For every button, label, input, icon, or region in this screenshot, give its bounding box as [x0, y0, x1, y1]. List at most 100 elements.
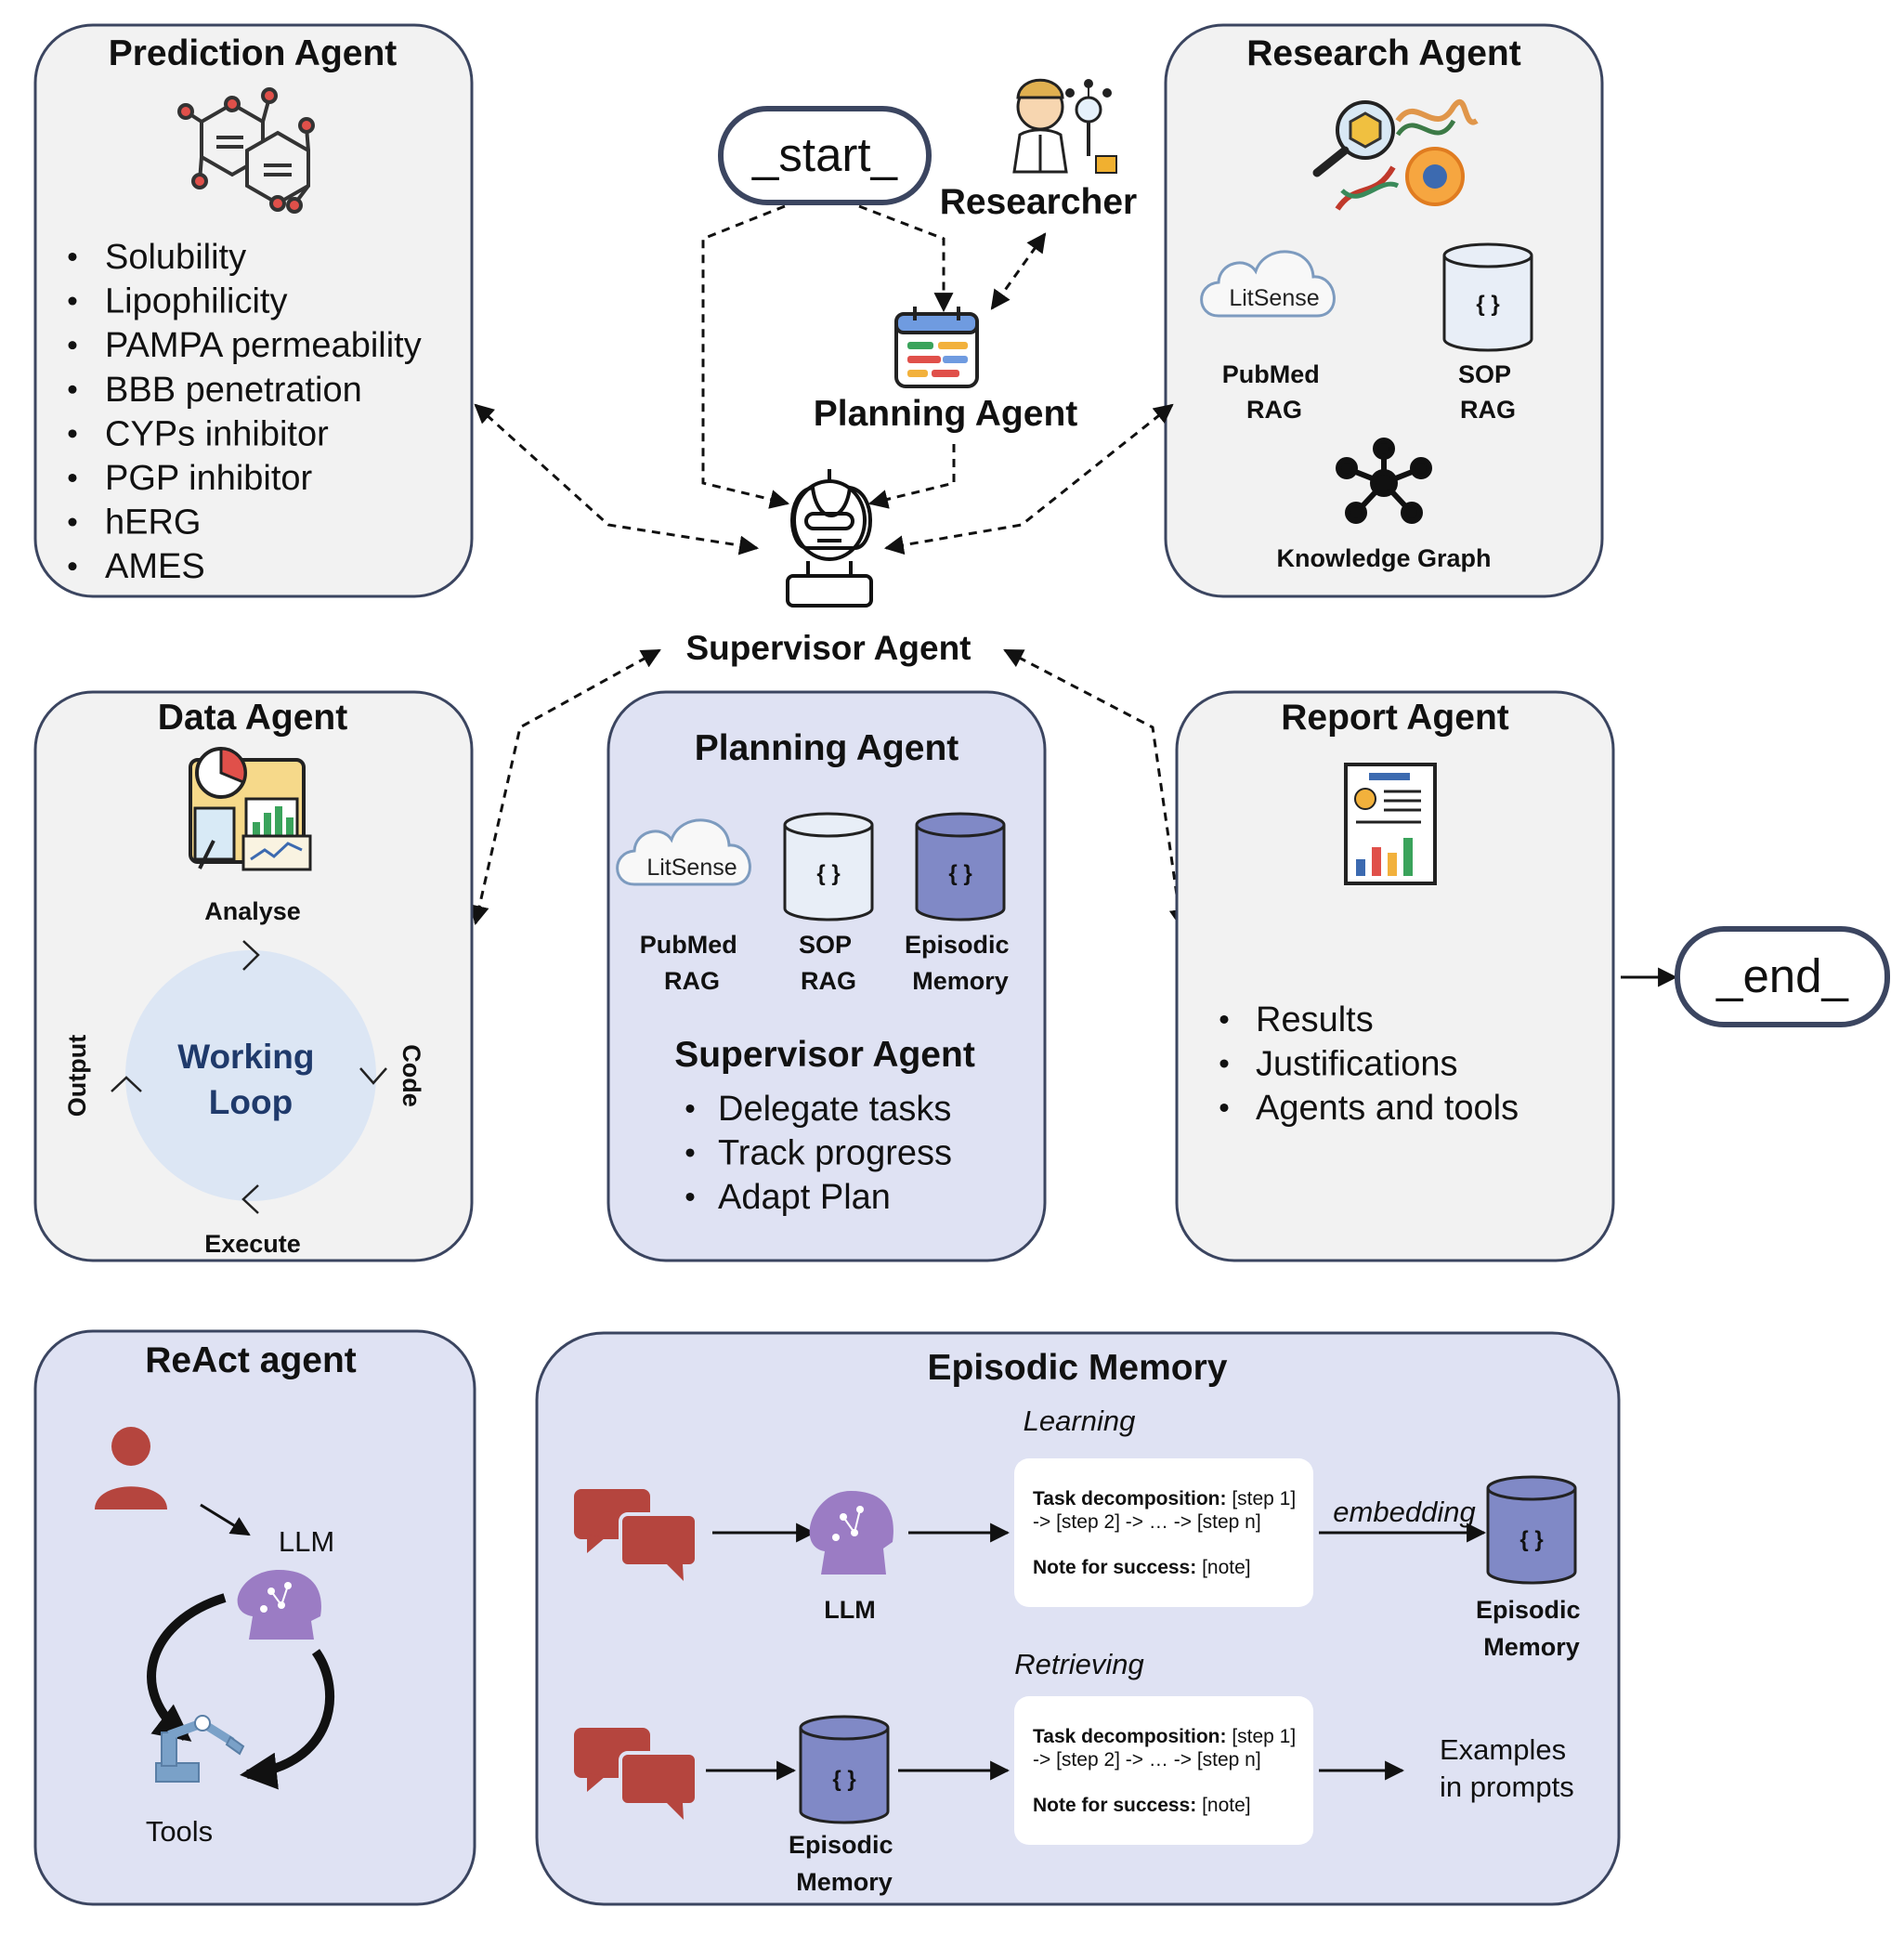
robot-arm-tools-icon [155, 1715, 245, 1783]
chat-bubbles-icon [574, 1728, 698, 1820]
cycle-arrow-right [240, 1649, 335, 1790]
sop-rag-label: SOP RAG [799, 931, 858, 995]
llm-label: LLM [824, 1596, 875, 1624]
list-item: Justifications [1256, 1045, 1458, 1084]
task-decomposition-card: Task decomposition: [step 1] -> [step 2]… [1014, 1458, 1313, 1607]
episodic-memory-panel: Episodic Memory Learning Retrieving LLM … [535, 1331, 1621, 1906]
data-agent-panel: Data Agent Analyse Working Loop Execute … [33, 690, 474, 1262]
supervisor-agent-label: Supervisor Agent [685, 629, 971, 667]
litsense-text: LitSense [1229, 285, 1319, 311]
svg-text:Task decomposition: [step 1]: Task decomposition: [step 1] [1033, 1726, 1296, 1747]
start-node: _start_ [718, 106, 932, 205]
list-item: Agents and tools [1256, 1089, 1519, 1128]
connector-arrows [469, 204, 1678, 987]
analyse-label: Analyse [204, 897, 301, 925]
planning-panel-title: Planning Agent [695, 728, 959, 768]
user-icon [95, 1427, 167, 1509]
bullet-dot [68, 296, 77, 306]
user-to-llm-arrow [200, 1503, 251, 1536]
litsense-cloud-icon: LitSense [1200, 250, 1336, 318]
svg-text:-> [step 2] -> … -> [step n]: -> [step 2] -> … -> [step n] [1033, 1749, 1261, 1771]
research-agent-panel: Research Agent LitSense PubMed RAG { } S… [1164, 23, 1604, 598]
research-illustration-icon [1312, 98, 1479, 211]
chat-bubbles-icon [574, 1489, 698, 1581]
list-item: PAMPA permeability [105, 326, 422, 365]
svg-text:_end_: _end_ [1715, 949, 1848, 1002]
react-agent-title: ReAct agent [145, 1340, 357, 1380]
svg-text:{ }: { } [832, 1767, 855, 1792]
prediction-agent-title: Prediction Agent [109, 33, 398, 73]
bullet-dot [1219, 1103, 1229, 1112]
brain-head-icon [237, 1570, 321, 1640]
svg-text:{ }: { } [1519, 1527, 1543, 1552]
researcher-icon [1012, 78, 1117, 174]
llm-label: LLM [279, 1525, 334, 1558]
knowledge-graph-icon [1336, 438, 1432, 524]
list-item: Delegate tasks [718, 1090, 951, 1129]
bullet-dot [685, 1192, 695, 1201]
list-item: CYPs inhibitor [105, 414, 329, 453]
bullet-dot [685, 1104, 695, 1113]
prediction-agent-panel: Prediction Agent SolubilityLipophilicity… [33, 23, 474, 598]
svg-text:{ }: { } [1476, 292, 1499, 317]
molecule-icon [177, 87, 315, 214]
list-item: Solubility [105, 238, 246, 277]
sop-rag-label: SOP RAG [1458, 360, 1518, 424]
analytics-dashboard-icon [189, 747, 312, 871]
bullet-dot [68, 517, 77, 527]
report-agent-panel: Report Agent ResultsJustificationsAgents… [1175, 690, 1615, 1262]
list-item: Adapt Plan [718, 1178, 891, 1217]
pubmed-rag-label: PubMed RAG [640, 931, 745, 995]
knowledge-graph-label: Knowledge Graph [1276, 544, 1491, 572]
svg-text:Task decomposition: [step 1]: Task decomposition: [step 1] [1033, 1488, 1296, 1509]
episodic-memory-database-icon: { } [1486, 1475, 1577, 1585]
episodic-memory-label: Episodic Memory [1476, 1596, 1587, 1661]
list-item: BBB penetration [105, 371, 362, 410]
bullet-dot [68, 562, 77, 571]
report-agent-title: Report Agent [1281, 698, 1509, 738]
litsense-cloud-icon: LitSense [616, 818, 751, 886]
task-decomposition-card: Task decomposition: [step 1] -> [step 2]… [1014, 1696, 1313, 1845]
bullet-dot [68, 252, 77, 261]
react-agent-panel: ReAct agent LLM Tools [33, 1329, 476, 1906]
loop-chevrons [111, 940, 387, 1214]
retrieving-label: Retrieving [1014, 1648, 1144, 1680]
episodic-memory-label: Episodic Memory [905, 931, 1016, 995]
list-item: Lipophilicity [105, 282, 287, 321]
svg-text:_start_: _start_ [751, 128, 898, 181]
cycle-arrow-left [147, 1593, 227, 1742]
list-item: hERG [105, 503, 201, 542]
list-item: AMES [105, 547, 205, 586]
episodic-memory-label: Episodic Memory [789, 1831, 900, 1896]
svg-text:{ }: { } [816, 861, 840, 886]
sop-database-icon: { } [1442, 242, 1533, 352]
supervisor-section-title: Supervisor Agent [674, 1035, 975, 1075]
svg-text:{ }: { } [948, 861, 972, 886]
list-item: PGP inhibitor [105, 459, 313, 498]
learning-label: Learning [1024, 1405, 1136, 1437]
working-loop-label: Working Loop [177, 1038, 324, 1121]
planning-calendar-icon [894, 307, 979, 388]
svg-text:-> [step 2] -> … -> [step n]: -> [step 2] -> … -> [step n] [1033, 1511, 1261, 1533]
embedding-label: embedding [1333, 1496, 1475, 1528]
output-label: Output [63, 1035, 91, 1117]
report-document-icon [1344, 763, 1437, 885]
svg-text:Note for success: [note]: Note for success: [note] [1033, 1557, 1251, 1578]
bullet-dot [1219, 1014, 1229, 1024]
pubmed-rag-label: PubMed RAG [1222, 360, 1327, 424]
brain-head-icon [809, 1491, 893, 1575]
episodic-memory-database-icon: { } [915, 812, 1006, 921]
end-node: _end_ [1675, 926, 1890, 1027]
examples-in-prompts-label: Examples in prompts [1440, 1733, 1574, 1803]
list-item: Results [1256, 1000, 1374, 1039]
data-agent-title: Data Agent [158, 698, 347, 738]
bullet-dot [68, 341, 77, 350]
bullet-dot [68, 429, 77, 438]
working-loop-circle [125, 950, 376, 1201]
execute-label: Execute [204, 1230, 301, 1258]
bullet-dot [1219, 1059, 1229, 1068]
